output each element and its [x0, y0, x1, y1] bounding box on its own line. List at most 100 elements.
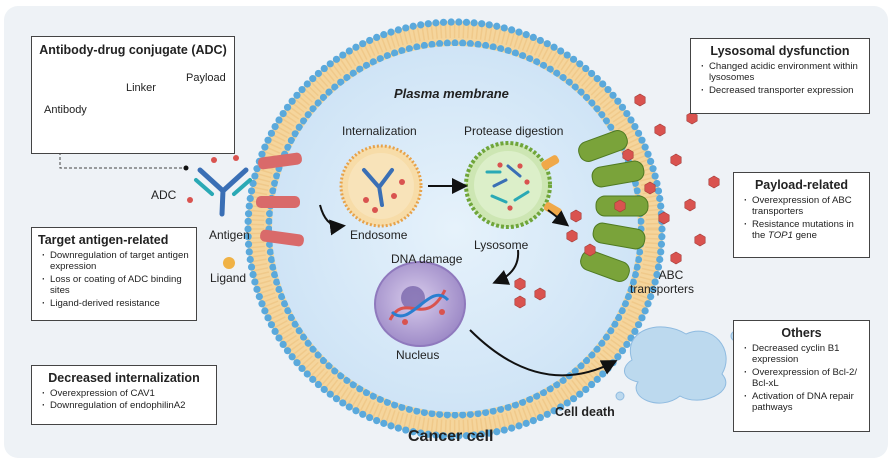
membrane-head — [271, 123, 279, 131]
membrane-head — [319, 356, 328, 365]
membrane-head — [569, 55, 578, 63]
payload-hexagon — [634, 93, 646, 107]
membrane-head — [599, 370, 607, 378]
payload-hexagon — [686, 111, 698, 125]
membrane-head — [651, 278, 659, 286]
membrane-head — [343, 376, 351, 384]
nucleus — [374, 261, 466, 347]
membrane-head — [269, 187, 277, 195]
membrane-head — [522, 419, 530, 427]
payload-label: Payload — [186, 72, 226, 84]
membrane-head — [345, 47, 353, 55]
membrane-head — [455, 18, 463, 26]
membrane-head — [432, 19, 440, 27]
membrane-head — [359, 410, 367, 418]
dna-damage-label: DNA damage — [391, 252, 463, 266]
membrane-head — [271, 179, 279, 187]
membrane-head — [459, 411, 467, 419]
payload-hexagon — [570, 209, 582, 223]
membrane-head — [271, 271, 279, 279]
membrane-head — [576, 60, 584, 68]
membrane-head — [265, 217, 273, 225]
membrane-head — [376, 395, 384, 403]
membrane-head — [543, 40, 551, 48]
payload-hexagon — [694, 233, 706, 247]
membrane-head — [627, 116, 635, 124]
membrane-head — [387, 422, 395, 430]
ligand-label: Ligand — [210, 271, 247, 285]
membrane-head — [536, 36, 544, 45]
cancer-cell-label: Cancer cell — [408, 428, 494, 445]
decreased-internalization-box: Decreased internalization Overexpression… — [31, 365, 217, 425]
membrane-head — [278, 293, 286, 301]
membrane-head — [557, 403, 565, 411]
membrane-head — [331, 83, 339, 91]
payload-hexagon — [670, 153, 682, 167]
membrane-head — [376, 55, 384, 63]
membrane-head — [281, 300, 289, 308]
membrane-head — [320, 385, 328, 394]
membrane-head — [654, 263, 663, 271]
membrane-head — [383, 52, 391, 60]
membrane-head — [614, 313, 623, 322]
membrane-head — [511, 401, 519, 409]
lysosome — [464, 141, 562, 229]
membrane-head — [255, 292, 263, 301]
membrane-head — [409, 428, 417, 436]
membrane-head — [602, 117, 610, 125]
membrane-head — [293, 359, 301, 367]
membrane-head — [369, 392, 377, 400]
membrane-head — [320, 64, 328, 73]
membrane-head — [634, 129, 643, 137]
membrane-head — [565, 78, 573, 86]
membrane-head — [519, 398, 527, 406]
membrane-head — [644, 300, 652, 308]
membrane-head — [593, 345, 601, 353]
payload-hexagon — [534, 287, 546, 301]
membrane-head — [546, 65, 554, 73]
membrane-head — [271, 327, 279, 335]
payload-hexagon — [622, 148, 634, 162]
membrane-head — [515, 28, 523, 36]
membrane-head — [247, 263, 256, 271]
membrane-head — [295, 327, 303, 335]
membrane-head — [436, 40, 444, 48]
internalization-label: Internalization — [342, 124, 417, 138]
membrane-head — [309, 75, 317, 83]
membrane-head — [633, 187, 641, 195]
list-item: Resistance mutations in the TOP1 gene — [744, 219, 863, 242]
membrane-head — [599, 80, 607, 88]
membrane-head — [304, 111, 312, 119]
membrane-head — [303, 370, 311, 378]
membrane-head — [436, 410, 444, 418]
membrane-head — [638, 136, 646, 144]
membrane-head — [303, 80, 311, 88]
membrane-head — [298, 364, 306, 373]
membrane-head — [405, 45, 413, 53]
adc-outside — [187, 155, 252, 217]
membrane-head — [343, 74, 351, 82]
membrane-head — [356, 385, 364, 393]
cytoplasm — [272, 46, 638, 412]
membrane-head — [405, 405, 413, 413]
membrane-head — [559, 74, 567, 82]
membrane-head — [244, 233, 252, 241]
membrane-head — [563, 51, 571, 59]
list-item: Decreased transporter expression — [701, 85, 863, 97]
decreased-internalization-list: Overexpression of CAV1 Downregulation of… — [38, 388, 210, 412]
membrane-head — [493, 428, 501, 436]
list-item: Ligand-derived resistance — [42, 298, 190, 310]
others-title: Others — [781, 326, 822, 340]
membrane-head — [474, 40, 482, 49]
list-item: Downregulation of endophilinA2 — [42, 400, 210, 412]
membrane-head — [611, 320, 619, 328]
membrane-head — [508, 26, 516, 34]
others-list: Decreased cyclin B1 expression Overexpre… — [740, 343, 863, 413]
membrane-head — [543, 410, 551, 418]
adc-box: Antibody-drug conjugate (ADC) — [31, 36, 235, 154]
membrane-head — [352, 407, 360, 415]
membrane-head — [443, 39, 451, 47]
item-text: gene — [792, 230, 817, 242]
membrane-head — [470, 19, 478, 27]
membrane-head — [607, 123, 615, 131]
